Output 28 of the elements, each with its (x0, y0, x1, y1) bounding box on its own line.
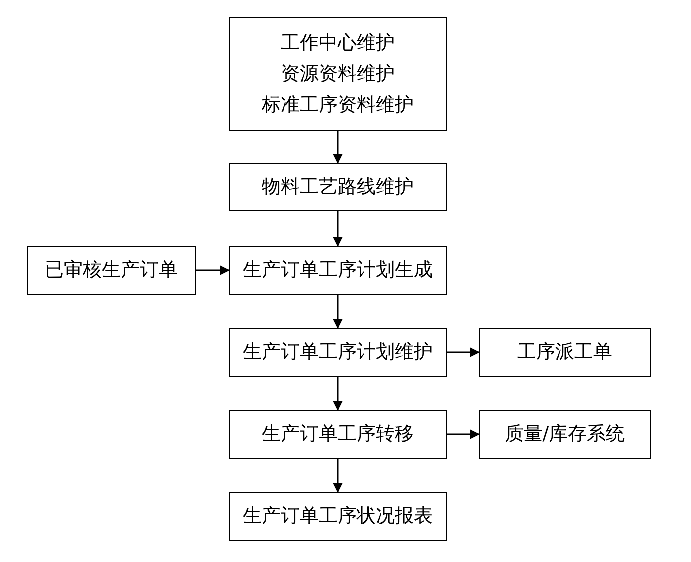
box-text: 生产订单工序计划生成 (243, 258, 433, 283)
box-text: 生产订单工序计划维护 (243, 340, 433, 365)
arrow (333, 459, 343, 493)
box-text: 工作中心维护 (281, 30, 395, 56)
arrow (196, 266, 230, 276)
arrow (333, 211, 343, 247)
box-text: 生产订单工序状况报表 (243, 504, 433, 529)
box-text: 资源资料维护 (281, 62, 395, 86)
process-box (229, 410, 447, 459)
process-box (229, 163, 447, 211)
process-box (229, 328, 447, 377)
process-box (479, 328, 651, 377)
box-text: 已审核生产订单 (45, 258, 178, 283)
box-text: 物料工艺路线维护 (262, 174, 414, 200)
box-text: 质量/库存系统 (504, 422, 626, 447)
process-box (479, 410, 651, 459)
arrow (447, 348, 480, 358)
process-box (229, 246, 447, 295)
process-box (229, 492, 447, 541)
arrow (333, 377, 343, 411)
arrow (447, 430, 480, 440)
process-box (27, 246, 196, 295)
box-text: 标准工序资料维护 (262, 92, 414, 118)
box-text: 生产订单工序转移 (262, 422, 414, 447)
process-box (229, 17, 447, 131)
box-text: 工序派工单 (518, 340, 612, 365)
arrow (333, 295, 343, 329)
arrow (333, 131, 343, 164)
